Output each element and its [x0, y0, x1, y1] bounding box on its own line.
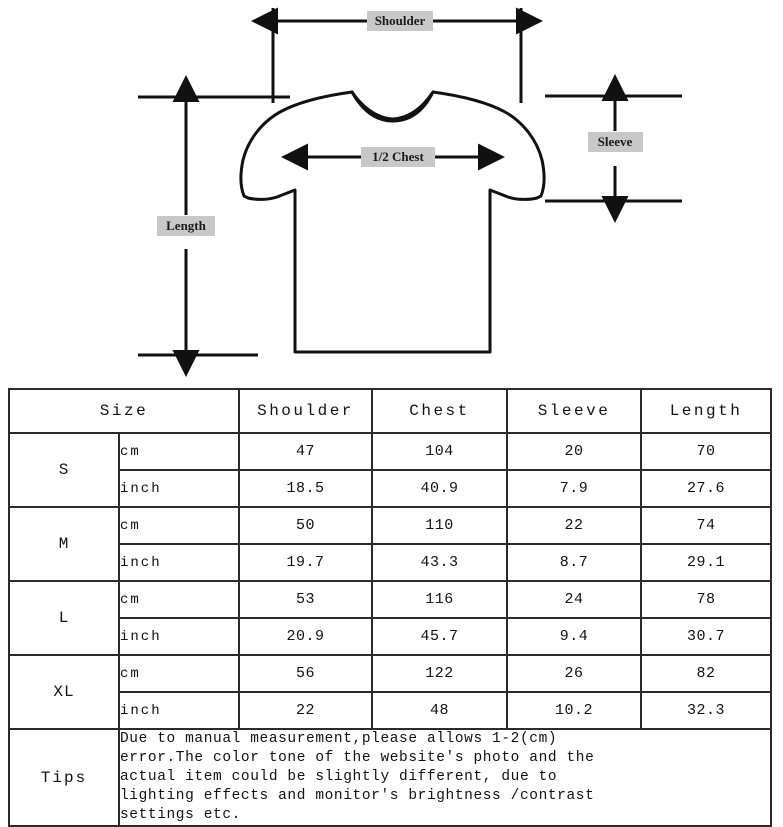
table-row: inch 22 48 10.2 32.3	[9, 691, 772, 730]
unit-label-cm: cm	[118, 580, 240, 619]
half-chest-label: 1/2 Chest	[372, 149, 424, 164]
cell-m-cm-length: 74	[640, 506, 772, 545]
cell-s-inch-length: 27.6	[640, 469, 772, 508]
cell-xl-cm-length: 82	[640, 654, 772, 693]
cell-l-inch-length: 30.7	[640, 617, 772, 656]
size-chart-table-container: Size Shoulder Chest Sleeve Length S cm 4…	[8, 388, 772, 827]
cell-l-inch-chest: 45.7	[371, 617, 508, 656]
tips-row: Tips Due to manual measurement,please al…	[8, 728, 772, 827]
tips-text: Due to manual measurement,please allows …	[118, 728, 772, 827]
cell-l-cm-sleeve: 24	[506, 580, 642, 619]
tshirt-body-path	[239, 90, 546, 354]
cell-m-inch-length: 29.1	[640, 543, 772, 582]
cell-m-inch-shoulder: 19.7	[238, 543, 373, 582]
cell-l-inch-shoulder: 20.9	[238, 617, 373, 656]
cell-xl-inch-sleeve: 10.2	[506, 691, 642, 730]
header-sleeve: Sleeve	[506, 388, 642, 434]
shoulder-label-box	[367, 11, 433, 31]
cell-l-inch-sleeve: 9.4	[506, 617, 642, 656]
tips-line: Due to manual measurement,please allows …	[120, 731, 558, 747]
size-label-xl: XL	[8, 654, 120, 730]
sleeve-label-box	[588, 132, 643, 152]
tips-line: actual item could be slightly different,…	[120, 769, 558, 785]
shoulder-dimension: Shoulder	[251, 7, 543, 103]
unit-label-cm: cm	[118, 654, 240, 693]
cell-xl-cm-chest: 122	[371, 654, 508, 693]
unit-label-inch: inch	[118, 543, 240, 582]
tshirt-diagram-svg: Shoulder Length Sleeve	[138, 7, 682, 377]
unit-label-inch: inch	[118, 691, 240, 730]
table-row: L cm 53 116 24 78	[8, 580, 772, 656]
size-label-l: L	[8, 580, 120, 656]
unit-label-cm: cm	[118, 432, 240, 471]
header-size: Size	[8, 388, 240, 434]
unit-label-inch: inch	[118, 617, 240, 656]
cell-xl-inch-length: 32.3	[640, 691, 772, 730]
cell-m-inch-chest: 43.3	[371, 543, 508, 582]
length-label: Length	[166, 218, 207, 233]
cell-m-cm-chest: 110	[371, 506, 508, 545]
tshirt-outline-group	[239, 90, 546, 354]
cell-s-cm-sleeve: 20	[506, 432, 642, 471]
cell-m-cm-shoulder: 50	[238, 506, 373, 545]
size-chart-table: Size Shoulder Chest Sleeve Length S cm 4…	[8, 388, 772, 827]
table-header-row: Size Shoulder Chest Sleeve Length	[8, 388, 772, 434]
tips-line: error.The color tone of the website's ph…	[120, 750, 595, 766]
cell-xl-cm-sleeve: 26	[506, 654, 642, 693]
header-chest: Chest	[371, 388, 508, 434]
sleeve-label: Sleeve	[598, 134, 633, 149]
unit-label-cm: cm	[118, 506, 240, 545]
table-row: inch 19.7 43.3 8.7 29.1	[9, 543, 772, 582]
unit-label-inch: inch	[118, 469, 240, 508]
cell-l-cm-length: 78	[640, 580, 772, 619]
cell-xl-cm-shoulder: 56	[238, 654, 373, 693]
header-shoulder: Shoulder	[238, 388, 373, 434]
measurement-diagram: Shoulder Length Sleeve	[0, 0, 783, 382]
size-label-s: S	[8, 432, 120, 508]
sleeve-dimension: Sleeve	[545, 74, 682, 223]
table-row: inch 18.5 40.9 7.9 27.6	[9, 469, 772, 508]
shoulder-label: Shoulder	[375, 13, 426, 28]
cell-m-cm-sleeve: 22	[506, 506, 642, 545]
cell-s-cm-shoulder: 47	[238, 432, 373, 471]
table-row: S cm 47 104 20 70	[8, 432, 772, 508]
header-length: Length	[640, 388, 772, 434]
cell-xl-inch-shoulder: 22	[238, 691, 373, 730]
cell-s-inch-chest: 40.9	[371, 469, 508, 508]
table-row: XL cm 56 122 26 82	[8, 654, 772, 730]
half-chest-dimension: 1/2 Chest	[281, 143, 505, 171]
cell-s-inch-sleeve: 7.9	[506, 469, 642, 508]
tips-label: Tips	[8, 728, 120, 827]
table-row: M cm 50 110 22 74	[8, 506, 772, 582]
size-label-m: M	[8, 506, 120, 582]
cell-s-cm-chest: 104	[371, 432, 508, 471]
tips-line: lighting effects and monitor's brightnes…	[120, 788, 595, 804]
length-label-box	[157, 216, 215, 236]
cell-xl-inch-chest: 48	[371, 691, 508, 730]
table-row: inch 20.9 45.7 9.4 30.7	[9, 617, 772, 656]
cell-l-cm-shoulder: 53	[238, 580, 373, 619]
cell-s-cm-length: 70	[640, 432, 772, 471]
tips-line: settings etc.	[120, 807, 241, 823]
length-dimension: Length	[138, 75, 290, 377]
cell-l-cm-chest: 116	[371, 580, 508, 619]
cell-m-inch-sleeve: 8.7	[506, 543, 642, 582]
half-chest-label-box	[361, 147, 435, 167]
collar-curve	[350, 90, 435, 123]
cell-s-inch-shoulder: 18.5	[238, 469, 373, 508]
